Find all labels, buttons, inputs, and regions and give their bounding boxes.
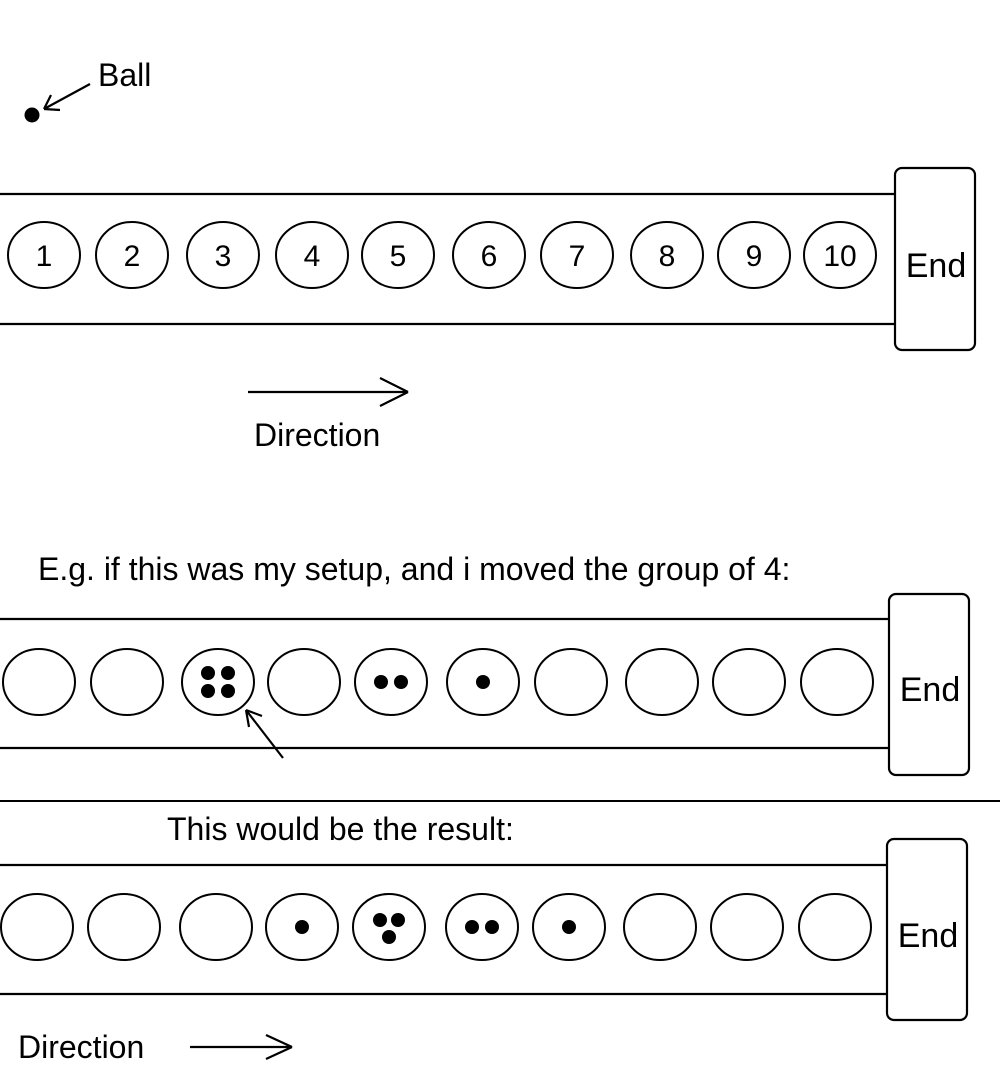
ball-label: Ball <box>98 57 151 93</box>
pit-2 <box>87 893 161 961</box>
pit-1 <box>7 221 81 289</box>
end-box <box>893 166 977 352</box>
ball <box>373 913 387 927</box>
board-result: End <box>0 837 969 1022</box>
ball <box>465 920 479 934</box>
pit-4 <box>267 648 341 716</box>
pit-3 <box>186 221 260 289</box>
right-arrow-icon <box>190 1034 293 1060</box>
board-setup: End <box>0 592 971 777</box>
pit-number: 2 <box>124 240 141 273</box>
moved-pit-pointer-arrow-icon <box>244 708 284 759</box>
pit-6 <box>452 221 526 289</box>
ball <box>374 675 388 689</box>
pit-5 <box>354 648 428 716</box>
pit-number: 4 <box>304 240 321 273</box>
ball <box>391 913 405 927</box>
pit-10 <box>798 893 872 961</box>
pit-8 <box>623 893 697 961</box>
pit-10 <box>800 648 874 716</box>
pit-3 <box>181 648 255 716</box>
pit-1 <box>0 893 74 961</box>
right-arrow-icon <box>248 377 409 407</box>
pit-9 <box>717 221 791 289</box>
board-numbered: 1 2 3 4 5 6 7 8 9 10 End <box>0 166 977 352</box>
ball-legend: Ball <box>24 57 151 123</box>
ball <box>485 920 499 934</box>
end-box <box>887 592 971 777</box>
pit-number: 5 <box>390 240 407 273</box>
direction-indicator-1: Direction <box>248 377 409 453</box>
pit-number: 6 <box>481 240 498 273</box>
ball <box>562 920 576 934</box>
pit-7 <box>540 221 614 289</box>
result-caption: This would be the result: <box>167 811 514 847</box>
end-label: End <box>906 247 967 285</box>
ball <box>382 930 396 944</box>
end-label: End <box>900 671 961 709</box>
pit-10 <box>803 221 877 289</box>
pit-8 <box>630 221 704 289</box>
end-box <box>885 837 969 1022</box>
ball <box>221 666 235 680</box>
direction-label: Direction <box>254 417 380 453</box>
pit-number: 1 <box>36 240 53 273</box>
pit-4 <box>275 221 349 289</box>
direction-indicator-2: Direction <box>18 1029 293 1065</box>
pit-number: 9 <box>746 240 763 273</box>
pit-3 <box>179 893 253 961</box>
pit-8 <box>625 648 699 716</box>
legend-ball <box>24 107 40 123</box>
example-caption: E.g. if this was my setup, and i moved t… <box>38 551 790 587</box>
pit-1 <box>2 648 76 716</box>
pit-6 <box>445 893 519 961</box>
ball <box>295 920 309 934</box>
ball <box>201 666 215 680</box>
direction-label: Direction <box>18 1029 144 1065</box>
pit-5 <box>361 221 435 289</box>
ball <box>221 684 235 698</box>
pit-number: 10 <box>823 240 856 273</box>
ball <box>394 675 408 689</box>
ball <box>201 684 215 698</box>
pit-number: 3 <box>215 240 232 273</box>
pit-5 <box>352 893 426 961</box>
pit-2 <box>90 648 164 716</box>
pit-number: 7 <box>569 240 586 273</box>
pit-9 <box>710 893 784 961</box>
pit-7 <box>534 648 608 716</box>
legend-arrow-icon <box>43 83 91 112</box>
pit-9 <box>712 648 786 716</box>
end-label: End <box>898 917 959 955</box>
pit-number: 8 <box>659 240 676 273</box>
ball <box>476 675 490 689</box>
pit-2 <box>95 221 169 289</box>
